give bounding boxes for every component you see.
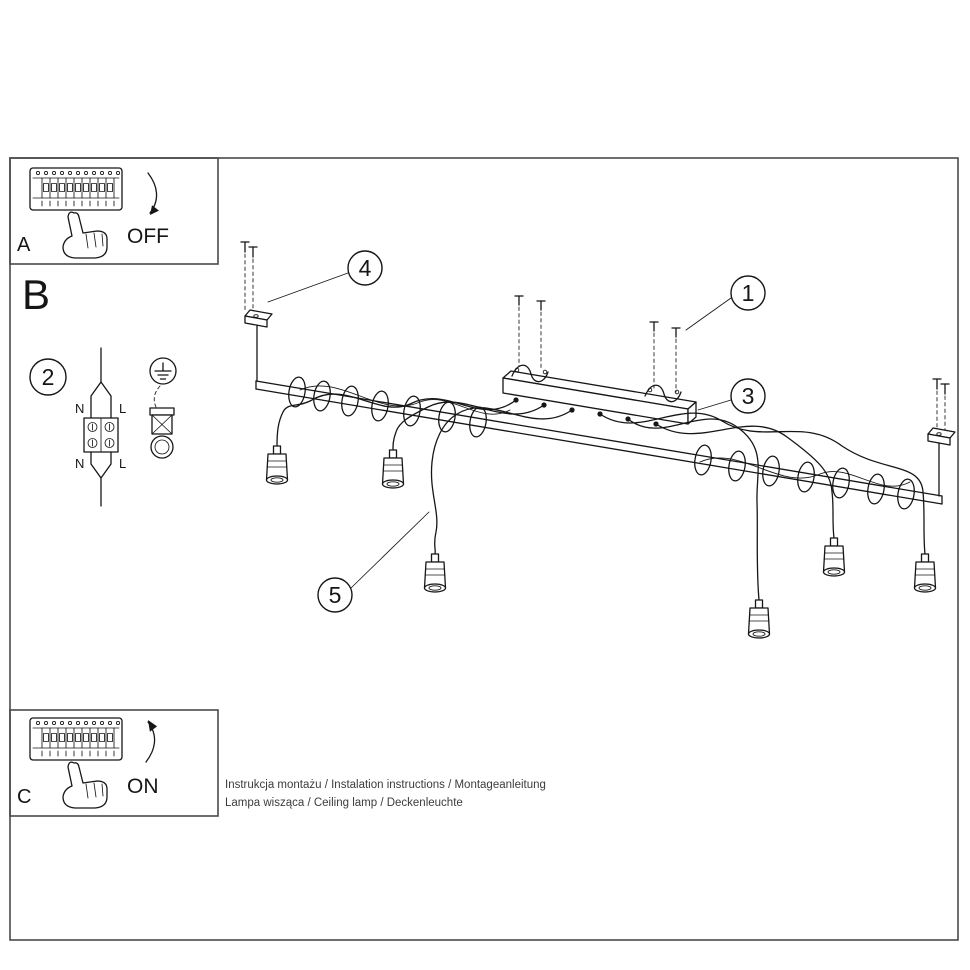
lamp-socket <box>423 553 447 593</box>
power-on-panel: ON C <box>9 709 219 817</box>
left-mounting-bracket <box>244 309 273 382</box>
label-live-top: L <box>119 401 126 416</box>
callout-5: 5 <box>317 511 430 613</box>
lamp-socket <box>265 445 289 485</box>
right-mounting-bracket <box>927 427 956 497</box>
footer-instructions: Instrukcja montażu / Instalation instruc… <box>225 779 546 791</box>
right-mount-screws <box>932 378 950 433</box>
cable-coils <box>288 376 915 510</box>
section-b-label: B <box>22 271 50 318</box>
label-live-bottom: L <box>119 456 126 471</box>
power-on-box <box>9 709 219 817</box>
cable-hook-right <box>644 384 682 403</box>
left-mount-screws <box>240 241 258 315</box>
power-off-box <box>9 157 219 265</box>
hook-screws <box>514 295 681 393</box>
cable-clamp-icon <box>149 407 175 459</box>
callout-2: 2 <box>29 358 67 396</box>
power-off-label: OFF <box>127 225 169 248</box>
lamp-socket <box>913 553 937 593</box>
callout-2-number: 2 <box>42 364 55 390</box>
page-border <box>9 157 959 941</box>
breaker-panel-icon <box>29 717 123 761</box>
cable-hook-left <box>511 364 549 383</box>
lamp-cables <box>276 385 926 601</box>
callout-1: 1 <box>685 275 766 331</box>
hand-icon <box>62 211 108 259</box>
footer-product: Lampa wisząca / Ceiling lamp / Deckenleu… <box>225 797 463 809</box>
callout-4: 4 <box>267 250 383 303</box>
junction-box <box>502 370 697 425</box>
callout-4-number: 4 <box>359 255 372 281</box>
earth-symbol-icon <box>149 357 177 385</box>
callout-1-number: 1 <box>742 280 755 306</box>
breaker-panel-icon <box>29 167 123 211</box>
earth-lead-line <box>153 385 161 408</box>
off-arrowhead-icon <box>150 205 159 215</box>
section-c-label: C <box>17 786 31 808</box>
callout-3-number: 3 <box>742 383 755 409</box>
wiring-diagram: 2 N L N L <box>29 347 177 507</box>
lamp-assembly <box>240 241 956 639</box>
power-off-panel: OFF A <box>9 157 219 265</box>
wire-fork-top <box>90 381 112 419</box>
callout-5-number: 5 <box>329 582 342 608</box>
lamp-socket <box>747 599 771 639</box>
section-a-label: A <box>17 234 31 256</box>
on-arrowhead-icon <box>148 720 158 732</box>
wire-fork-bottom <box>90 451 112 507</box>
label-neutral-top: N <box>75 401 84 416</box>
lamp-socket <box>822 537 846 577</box>
label-neutral-bottom: N <box>75 456 84 471</box>
lamp-socket <box>381 449 405 489</box>
callout-3: 3 <box>697 378 766 414</box>
power-on-label: ON <box>127 775 159 798</box>
hand-icon <box>62 761 108 809</box>
